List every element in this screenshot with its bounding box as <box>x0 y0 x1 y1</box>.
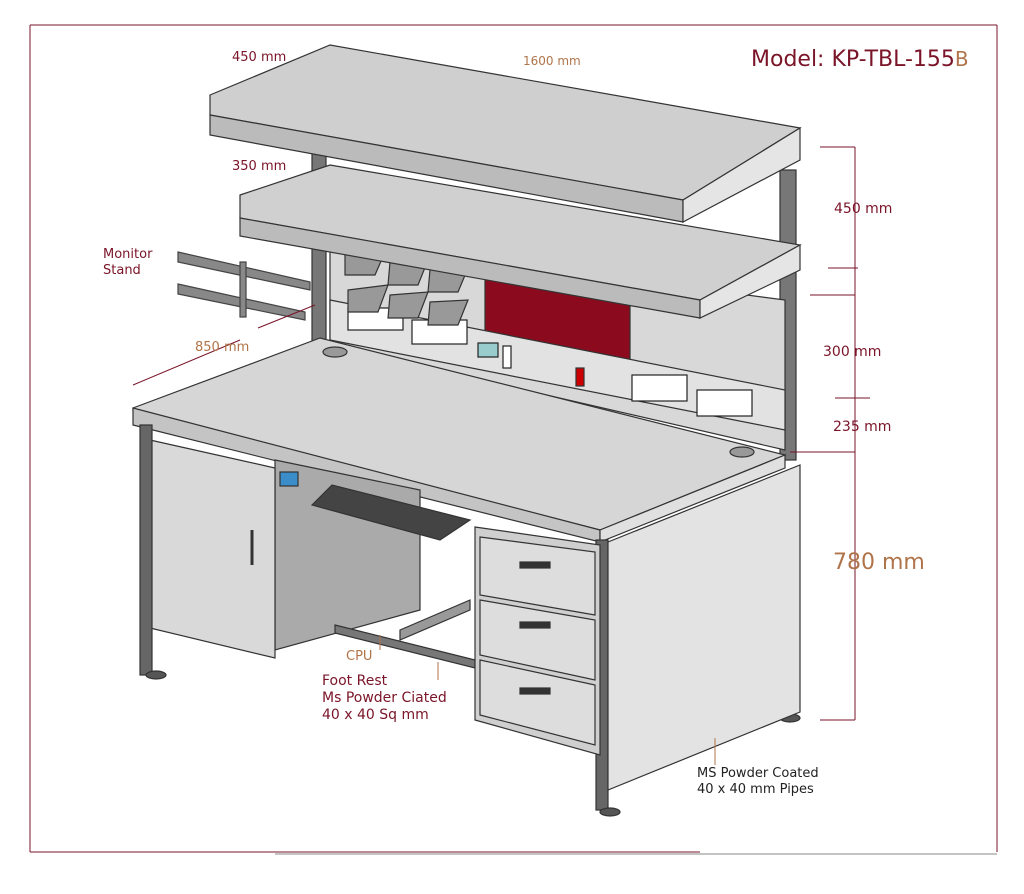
monitor-stand <box>177 251 311 321</box>
drawer-2 <box>479 599 596 681</box>
dim-top-shelf-depth: 450 mm <box>232 50 287 65</box>
dim-desk-depth: 850 mm <box>195 340 250 355</box>
dim-width: 1600 mm <box>523 54 581 68</box>
desk-body <box>132 44 802 817</box>
drawer-1 <box>479 536 596 616</box>
label-cpu: CPU <box>346 649 373 664</box>
dim-lower-gap: 235 mm <box>833 419 892 435</box>
dim-second-shelf-depth: 350 mm <box>232 159 287 174</box>
drawer-3 <box>479 659 596 746</box>
dim-upper-gap: 450 mm <box>834 201 893 217</box>
left-cabinet <box>149 439 276 659</box>
side-panel <box>607 464 801 791</box>
dimension-lines <box>132 146 870 721</box>
frame-border <box>29 24 998 853</box>
dim-desk-height: 780 mm <box>833 550 925 575</box>
model-title: Model: KP-TBL-155B <box>751 47 969 72</box>
keyboard-tray <box>310 484 472 541</box>
dim-middle-gap: 300 mm <box>823 344 882 360</box>
